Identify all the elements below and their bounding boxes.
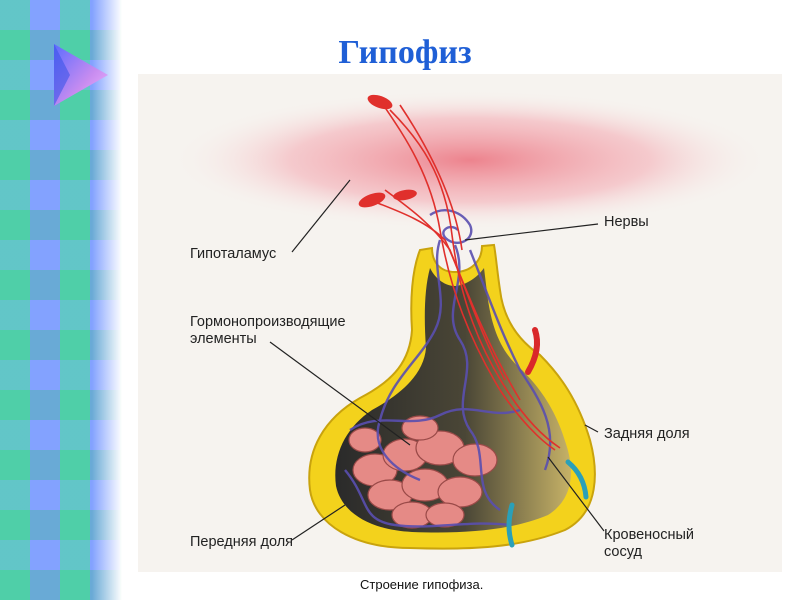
label-hormone-elements-1: Гормонопроизводящие	[190, 314, 346, 330]
artery-stub	[525, 327, 540, 375]
leader-lines	[269, 179, 605, 541]
leader-blood-vessel	[547, 456, 605, 532]
strip-fade	[92, 0, 122, 600]
label-anterior-lobe: Передняя доля	[190, 534, 294, 550]
page-title: Гипофиз	[338, 34, 472, 71]
label-blood-vessel-2: сосуд	[604, 544, 642, 560]
hypothalamus-region	[170, 90, 770, 230]
leader-hypothalamus	[291, 179, 351, 253]
leader-anterior-lobe	[291, 504, 346, 541]
nerve-cell-bodies	[358, 94, 417, 208]
hormone-cells	[348, 415, 498, 529]
label-posterior-lobe: Задняя доля	[604, 426, 690, 442]
label-hypothalamus: Гипоталамус	[190, 246, 277, 262]
nerve-fibers	[369, 99, 561, 451]
leader-posterior-lobe	[584, 424, 599, 433]
diagram-caption: Строение гипофиза.	[360, 577, 484, 592]
leader-hormone-elements	[269, 341, 411, 446]
play-triangle-icon	[54, 44, 108, 106]
leader-nerves	[464, 223, 599, 241]
label-nerves: Нервы	[604, 214, 649, 230]
label-blood-vessel-1: Кровеносный	[604, 527, 695, 543]
teal-vessels	[506, 459, 589, 548]
label-hormone-elements-2: элементы	[190, 331, 257, 347]
